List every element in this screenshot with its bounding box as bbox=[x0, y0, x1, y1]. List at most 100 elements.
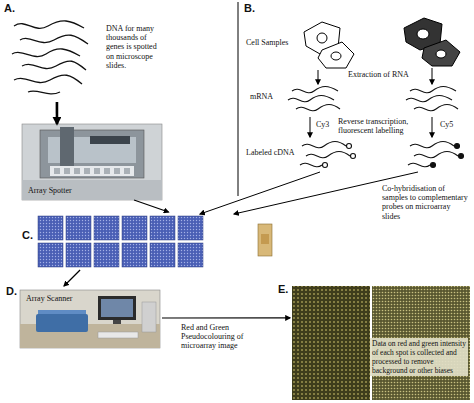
scanner-photo bbox=[98, 332, 138, 338]
cell-drawing bbox=[317, 33, 327, 43]
spotter-photo bbox=[114, 168, 120, 174]
cdna-strands bbox=[306, 152, 350, 158]
step-label: Co-hybridisation of samples to complemen… bbox=[382, 184, 470, 221]
node-text: Array Spotter bbox=[28, 186, 72, 195]
scanner-photo bbox=[36, 314, 88, 332]
spotter-photo bbox=[94, 168, 100, 174]
dna-strands bbox=[14, 75, 82, 84]
cdna-strands bbox=[351, 154, 356, 159]
cdna-strands bbox=[431, 163, 436, 168]
microarray-slides bbox=[38, 216, 63, 240]
microarray-slides bbox=[122, 243, 147, 267]
mrna-strands bbox=[410, 87, 456, 93]
array-scanner-photo: D. Array Scanner bbox=[4, 286, 162, 350]
step-label: Reverse transcription, fluorescent label… bbox=[338, 117, 416, 135]
single-slide bbox=[258, 224, 272, 256]
dna-strands bbox=[20, 35, 88, 44]
dna-strands bbox=[12, 21, 88, 94]
dna-strands bbox=[14, 21, 84, 28]
spotter-photo bbox=[124, 168, 130, 174]
spotter-photo bbox=[64, 168, 70, 174]
panel-letter: A. bbox=[4, 3, 15, 14]
spotter-photo bbox=[22, 180, 162, 200]
mrna-strands bbox=[288, 96, 334, 102]
cdna-strands bbox=[455, 144, 460, 149]
microarray-slides bbox=[178, 243, 203, 267]
microarray-image: E.Data on red and green intensity of eac… bbox=[290, 284, 472, 401]
scanner-photo bbox=[98, 296, 136, 320]
scanner-photo bbox=[20, 290, 160, 348]
microarray-slides: C. bbox=[8, 212, 280, 270]
microarray-slides bbox=[178, 216, 203, 240]
cell-drawing bbox=[304, 18, 460, 68]
flow-arrow bbox=[134, 200, 168, 212]
mrna-strands bbox=[414, 105, 458, 111]
cell-drawing bbox=[417, 29, 429, 39]
step-label: mRNA bbox=[250, 92, 273, 101]
dye-label: Cy5 bbox=[440, 120, 453, 129]
microarray-slides bbox=[94, 243, 119, 267]
cdna-strands bbox=[300, 142, 464, 168]
microarray-slides bbox=[66, 216, 91, 240]
microarray-slides bbox=[66, 243, 91, 267]
scanner-photo bbox=[113, 320, 121, 324]
process-arrow bbox=[310, 117, 311, 137]
mrna-strands bbox=[288, 87, 458, 111]
mrna-strands bbox=[406, 96, 452, 102]
microarray-slides bbox=[94, 216, 119, 240]
node-heading: D. bbox=[6, 286, 17, 297]
cell-drawing bbox=[422, 40, 460, 66]
node-text: Array Scanner bbox=[26, 294, 72, 303]
microarray-slides bbox=[38, 216, 203, 267]
node-text: DNA for many thousands of genes is spott… bbox=[106, 24, 166, 70]
step-label: Extraction of RNA bbox=[348, 70, 409, 79]
mrna-strands bbox=[296, 105, 340, 111]
node-text: C. bbox=[22, 230, 33, 241]
divider-line bbox=[238, 2, 239, 196]
process-arrow bbox=[432, 117, 433, 137]
dye-label: Cy3 bbox=[316, 120, 329, 129]
step-label: Cell Samples bbox=[246, 38, 288, 47]
cdna-strands bbox=[410, 142, 454, 148]
dna-strands bbox=[22, 61, 86, 70]
cdna-strands bbox=[408, 163, 430, 166]
cdna-strands bbox=[459, 154, 464, 159]
microarray-slides bbox=[150, 216, 175, 240]
dna-strands bbox=[12, 49, 80, 57]
spotter-photo bbox=[74, 168, 80, 174]
arrow-label: Red and Green Pseudocolouring of microar… bbox=[181, 323, 271, 351]
dna-spotting-step: DNA for many thousands of genes is spott… bbox=[10, 16, 180, 102]
flow-arrow bbox=[162, 317, 290, 318]
process-arrow bbox=[318, 70, 319, 84]
microarray-image bbox=[292, 286, 370, 400]
single-slide bbox=[258, 224, 272, 256]
single-slide bbox=[261, 234, 269, 244]
step-label: Labeled cDNA bbox=[246, 148, 295, 157]
microarray-slides bbox=[38, 243, 63, 267]
cdna-strands bbox=[300, 163, 322, 166]
process-arrow bbox=[432, 68, 433, 84]
spotter-photo bbox=[22, 124, 162, 200]
node-text: Data on red and green intensity of each … bbox=[370, 338, 468, 376]
spotter-photo bbox=[22, 124, 162, 200]
scanner-photo bbox=[142, 302, 156, 332]
cdna-strands bbox=[302, 142, 346, 148]
cdna-strands bbox=[414, 152, 458, 158]
node-heading: E. bbox=[278, 284, 288, 295]
flow-arrow bbox=[64, 270, 80, 286]
spotter-photo bbox=[54, 168, 60, 174]
cell-drawing bbox=[331, 52, 341, 60]
panel-letter: B. bbox=[244, 3, 255, 14]
spotter-photo bbox=[50, 166, 134, 176]
spotter-photo bbox=[104, 168, 110, 174]
cdna-strands bbox=[323, 163, 328, 168]
spotter-photo bbox=[60, 127, 74, 171]
cdna-strands bbox=[347, 144, 352, 149]
array-spotter-photo: Array Spotter bbox=[22, 124, 162, 200]
microarray-slides bbox=[122, 216, 147, 240]
dna-strands bbox=[28, 91, 60, 94]
mrna-strands bbox=[292, 87, 338, 93]
cell-drawing bbox=[436, 50, 446, 58]
cell-drawing bbox=[318, 42, 354, 68]
